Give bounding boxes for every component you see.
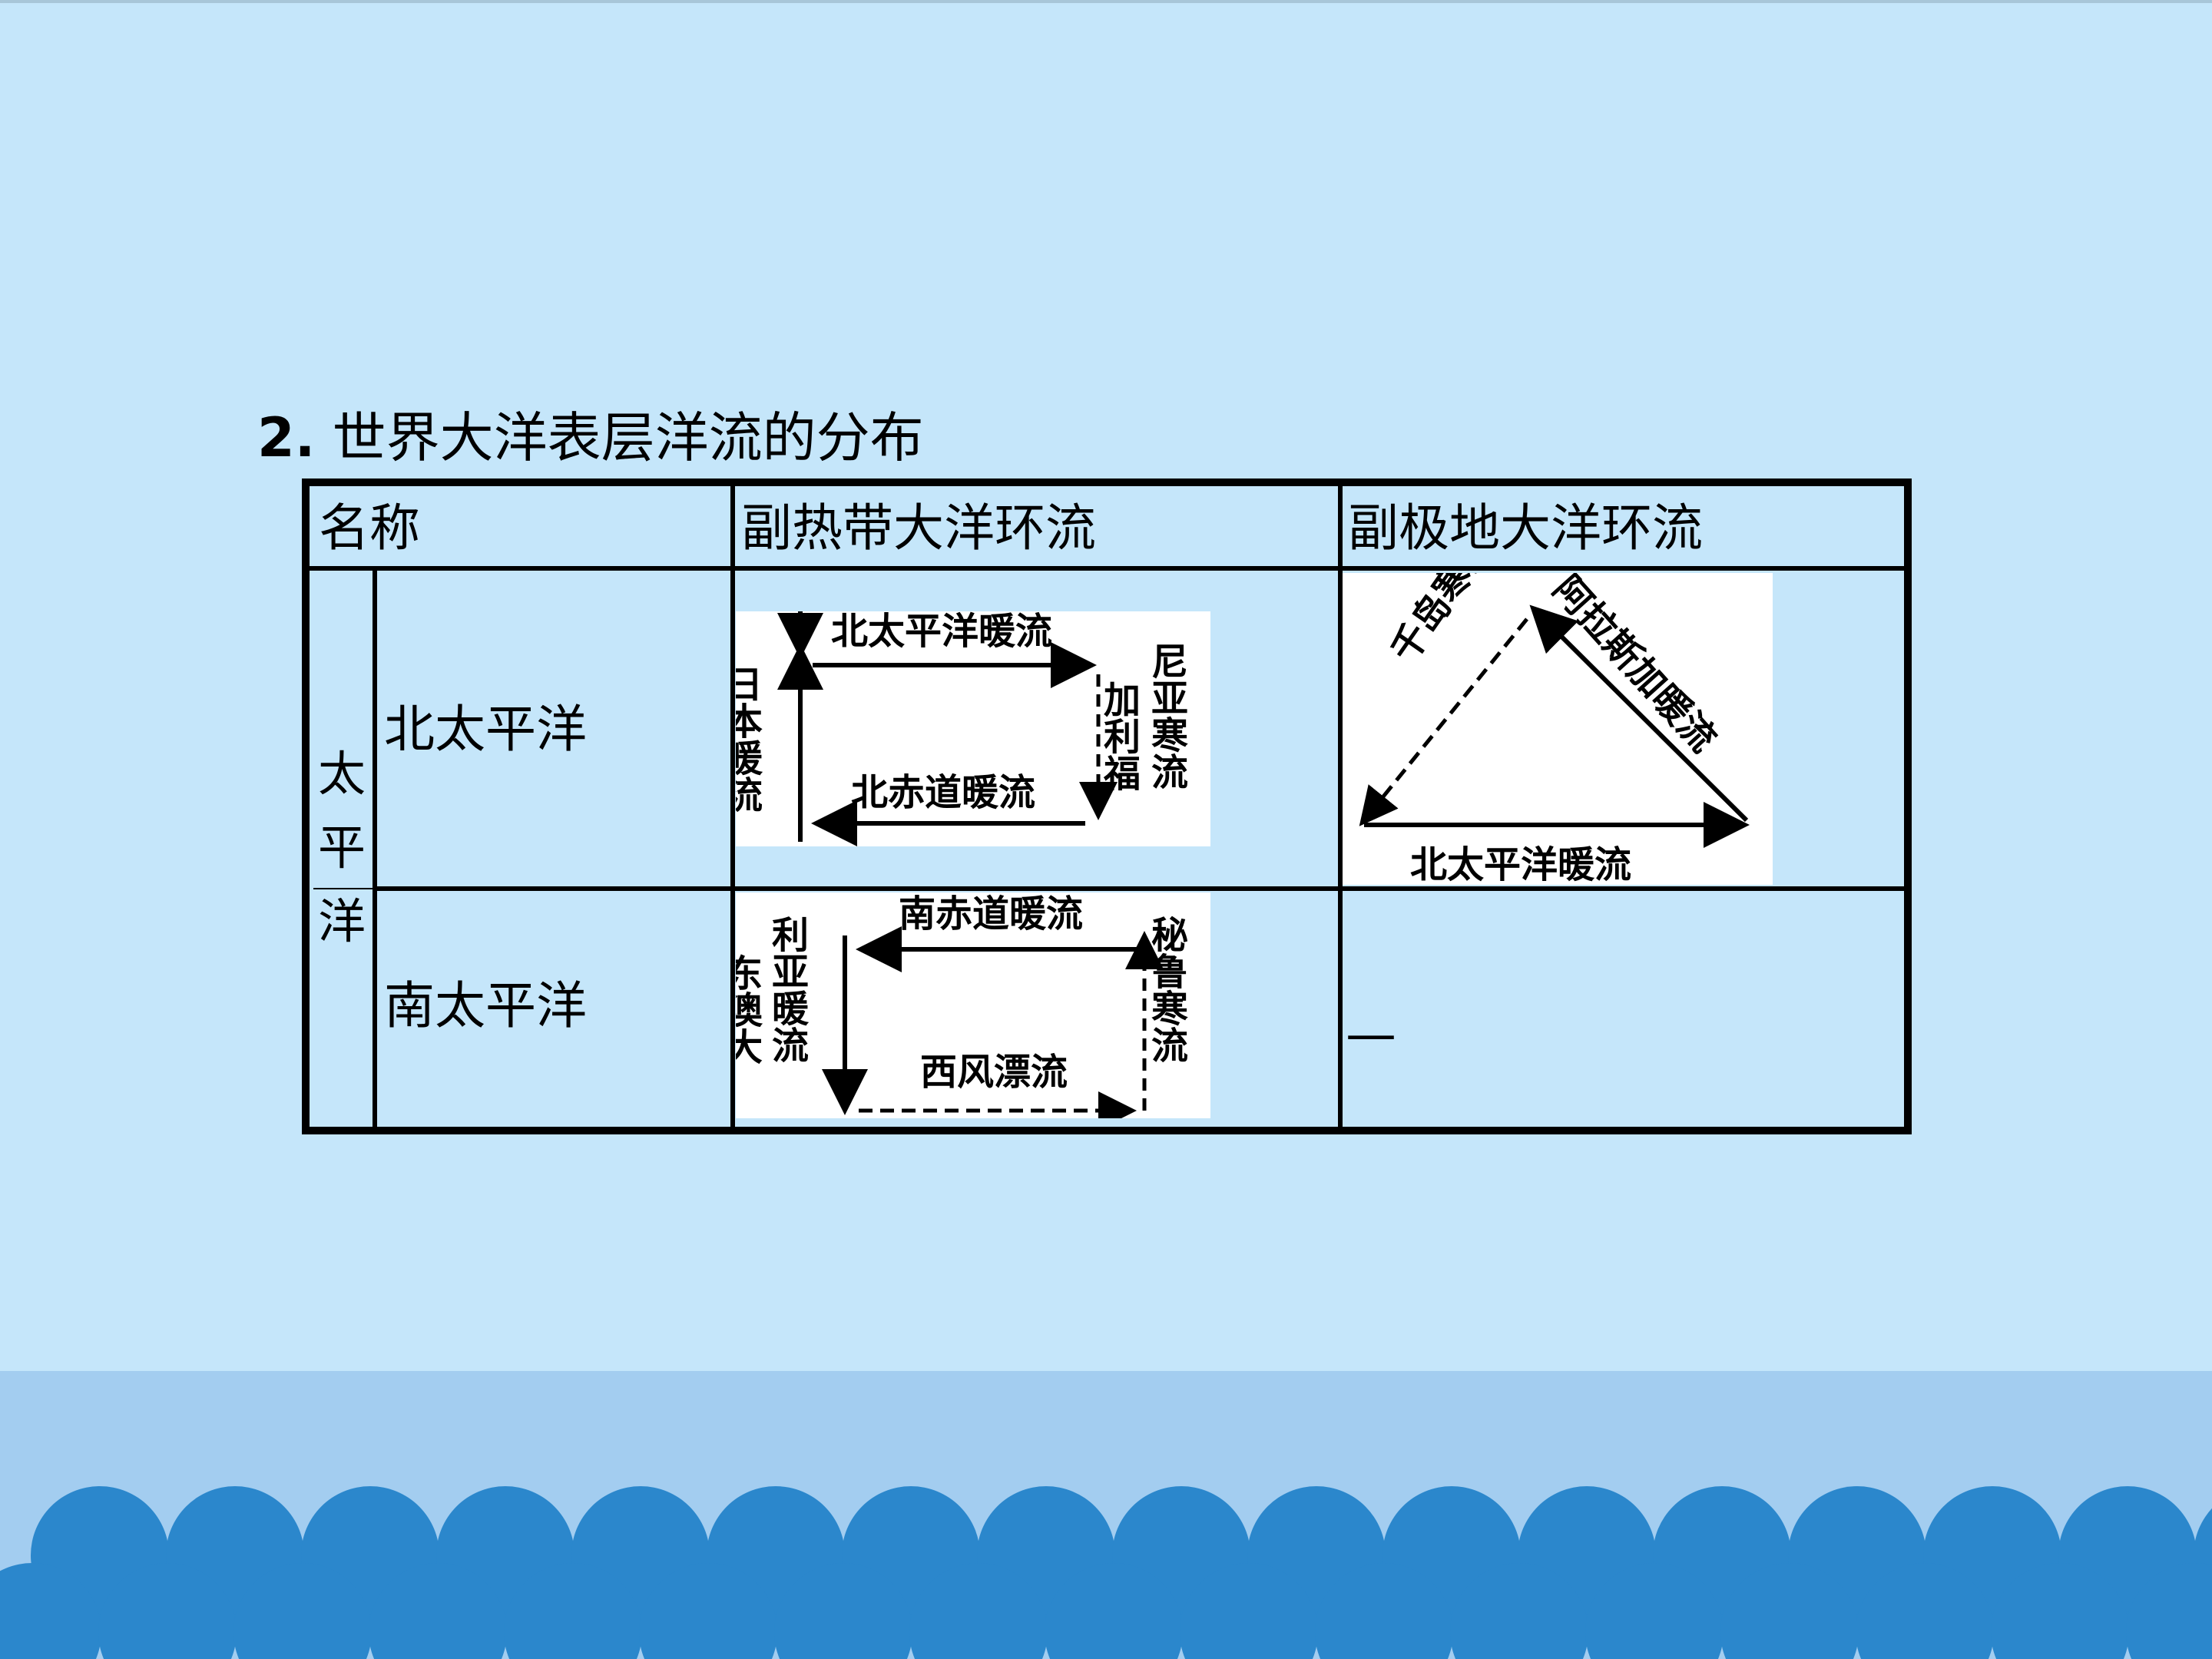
wave-circle	[1315, 1563, 1453, 1659]
wave-circle	[639, 1563, 777, 1659]
north-subpolar-gyre-diagram: 千岛寒流 阿拉斯加暖流 北太平洋暖流	[1343, 573, 1773, 885]
wave-circle	[774, 1563, 912, 1659]
wave-circle	[1180, 1563, 1318, 1659]
wave-circle	[0, 1563, 101, 1659]
label-east-australian-b: 利亚暖流	[765, 916, 809, 1063]
wave-circle	[1720, 1563, 1859, 1659]
wave-circle	[909, 1563, 1048, 1659]
label-oyashio-current: 千岛寒流	[1382, 573, 1502, 671]
header-subpolar-gyre: 副极地大洋环流	[1348, 498, 1703, 558]
header-subtropical-gyre: 副热带大洋环流	[741, 498, 1096, 558]
table-outer-border	[302, 478, 1912, 1134]
row-label-south-pacific: 南太平洋	[384, 976, 587, 1035]
wave-circle	[98, 1563, 237, 1659]
wave-decoration	[0, 1486, 2212, 1659]
wave-circle	[369, 1563, 507, 1659]
label-west-wind-drift: 西风漂流	[920, 1051, 1068, 1094]
wave-row-bottom	[0, 1563, 2212, 1659]
label-south-equatorial: 南赤道暖流	[899, 892, 1083, 935]
wave-circle	[1991, 1563, 2129, 1659]
wave-circle	[1450, 1563, 1588, 1659]
oyashio-current-arrow	[1359, 618, 1528, 826]
wave-circle	[1045, 1563, 1183, 1659]
header-name: 名称	[319, 498, 420, 558]
south-subpolar-empty: —	[1346, 1005, 1396, 1064]
ocean-label: 太平洋	[317, 746, 366, 949]
heading-text: 世界大洋表层洋流的分布	[332, 406, 924, 469]
label-peru-current: 秘鲁寒流	[1144, 916, 1188, 1063]
label-japan-current: 日本暖流	[736, 665, 763, 813]
wave-circle	[2126, 1563, 2212, 1659]
label-california-current-a: 尼亚寒流	[1144, 642, 1188, 790]
wave-circle	[233, 1563, 372, 1659]
wave-circle	[1856, 1563, 1994, 1659]
wave-circle	[504, 1563, 642, 1659]
top-border-line	[0, 0, 2212, 3]
label-alaska-current: 阿拉斯加暖流	[1545, 573, 1724, 760]
south-subtropical-gyre-diagram: 南赤道暖流 西风漂流 东澳大 利亚暖流 秘鲁寒流	[736, 892, 1210, 1118]
section-heading: 2. 世界大洋表层洋流的分布	[257, 399, 924, 476]
label-north-pacific-drift-2: 北太平洋暖流	[1410, 843, 1631, 885]
label-east-australian-a: 东澳大	[736, 954, 763, 1065]
alaska-current-arrow	[1529, 604, 1749, 823]
wave-circle	[1585, 1563, 1724, 1659]
heading-number: 2.	[257, 406, 316, 469]
label-california-current-b: 加利福	[1097, 680, 1141, 791]
row-label-north-pacific: 北太平洋	[384, 700, 587, 759]
label-north-pacific-drift: 北太平洋暖流	[831, 611, 1052, 653]
north-subtropical-gyre-diagram: 北太平洋暖流 北赤道暖流 日本暖流 尼亚寒流 加利福	[736, 611, 1210, 846]
label-north-equatorial: 北赤道暖流	[851, 771, 1035, 814]
